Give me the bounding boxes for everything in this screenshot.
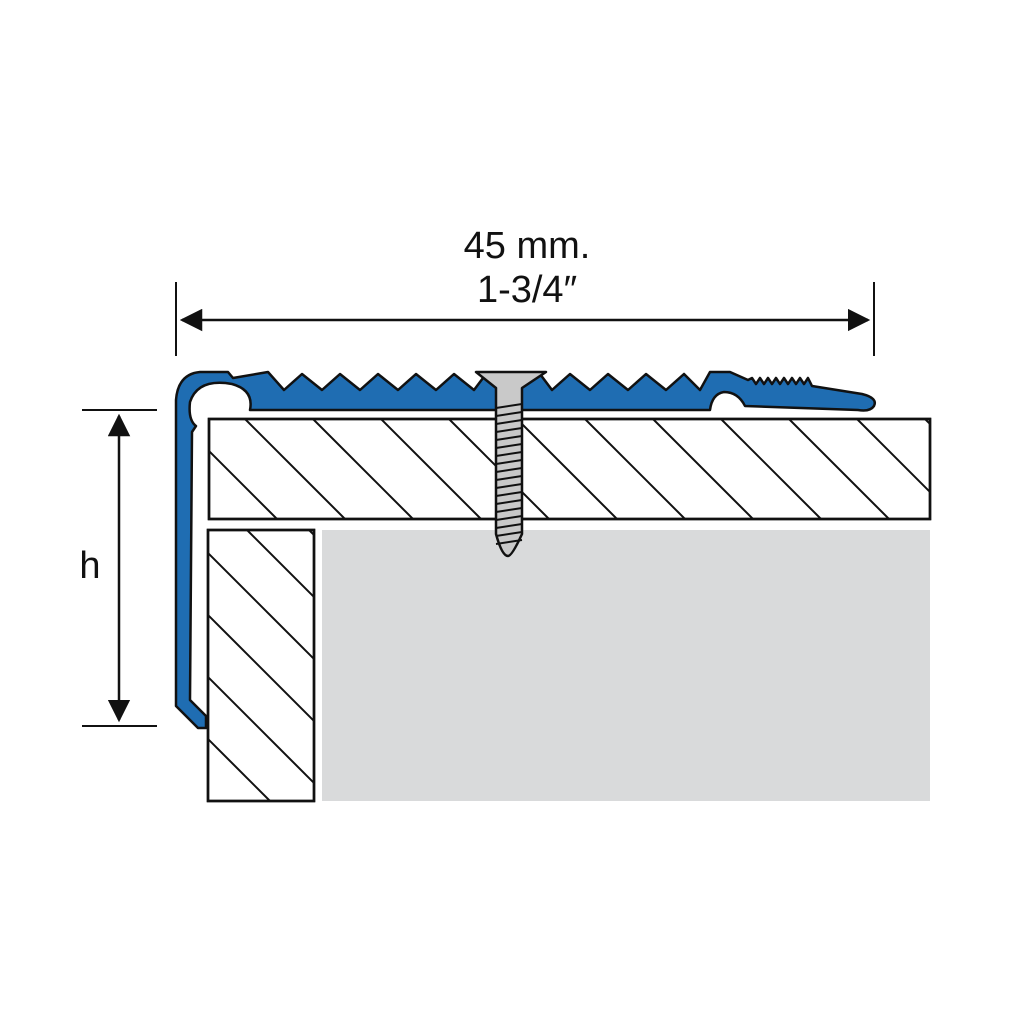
- height-label: h: [79, 545, 100, 587]
- subfloor-block: [322, 530, 930, 801]
- width-dimension: 45 mm. 1-3/4″: [175, 225, 875, 356]
- width-imperial-label: 1-3/4″: [477, 269, 577, 311]
- height-dimension: h: [79, 409, 157, 727]
- countersunk-screw: [474, 370, 548, 558]
- tread-board: [207, 417, 932, 521]
- riser-board: [206, 528, 316, 803]
- width-metric-label: 45 mm.: [464, 225, 591, 267]
- stair-nosing-profile: [174, 370, 876, 730]
